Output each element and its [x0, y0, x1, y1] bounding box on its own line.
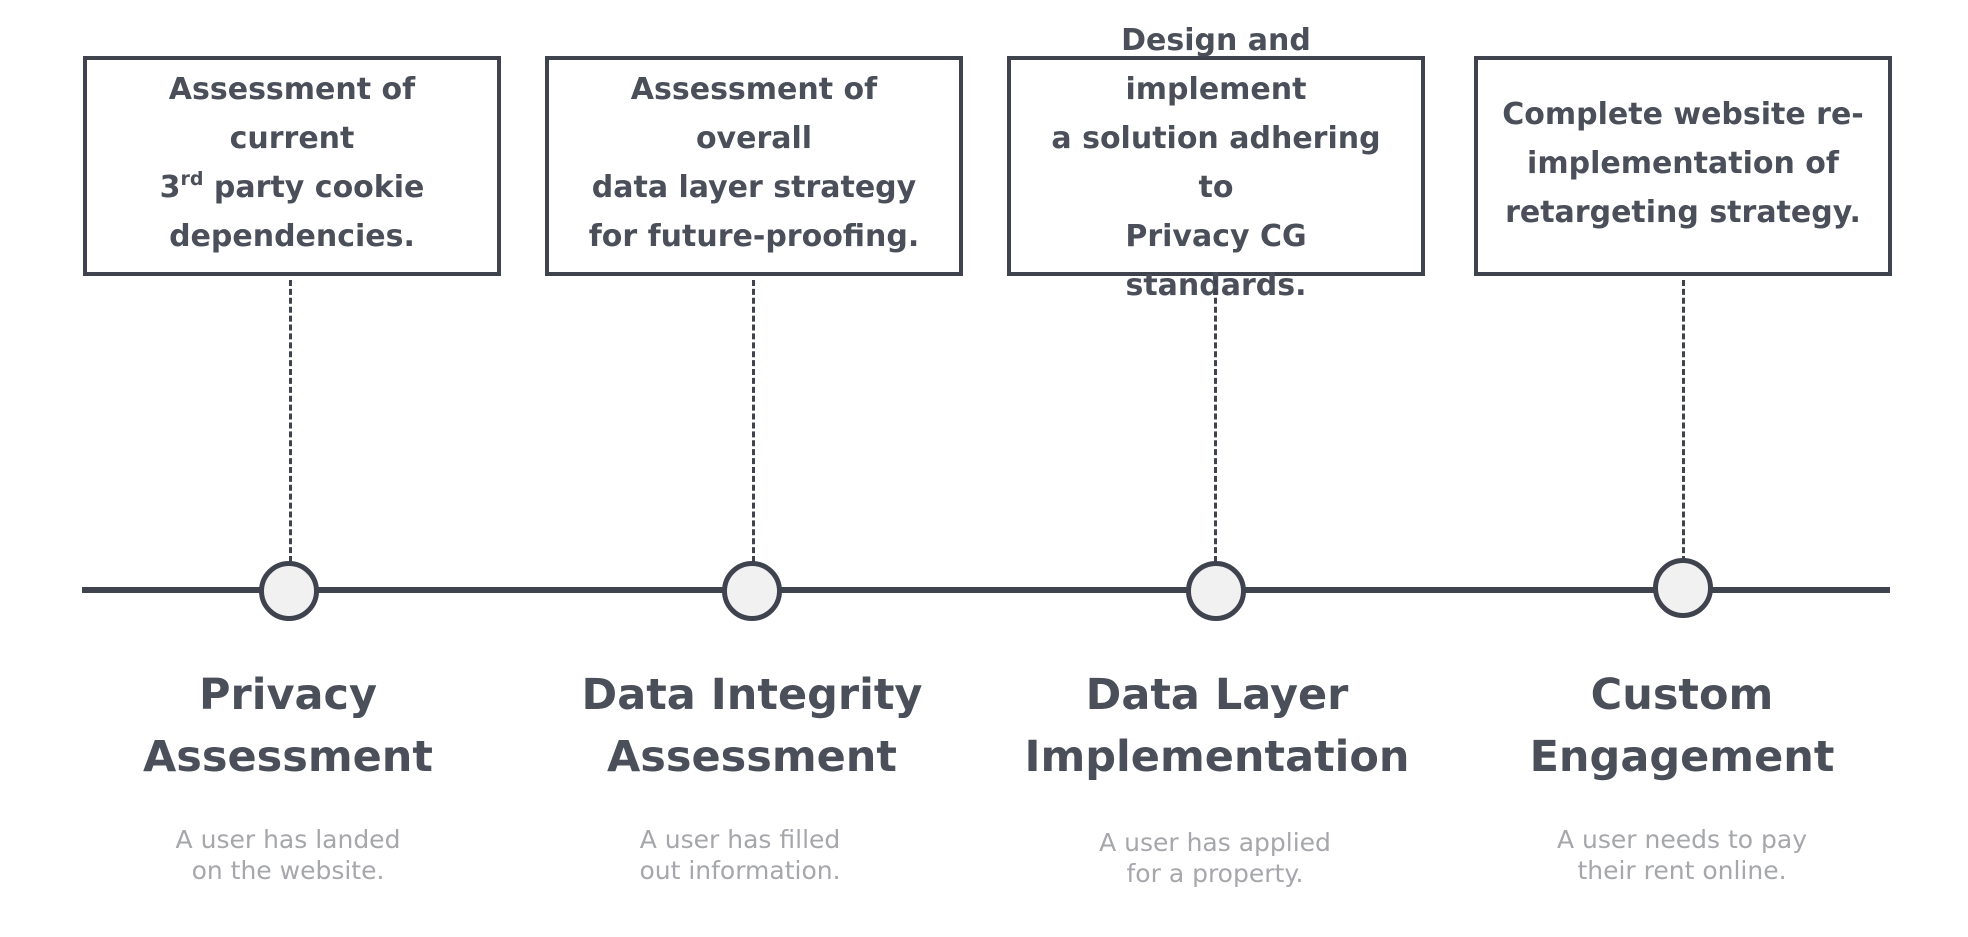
- stage-4-title-line-1: Custom: [1590, 670, 1774, 720]
- stage-1-node: [259, 561, 319, 621]
- stage-2-description-line-2: out information.: [639, 856, 841, 885]
- stage-2-card-line-3: for future-proofing.: [588, 219, 920, 254]
- stage-4-description: A user needs to pay their rent online.: [1502, 824, 1862, 886]
- stage-2-card: Assessment of overall data layer strateg…: [545, 56, 963, 276]
- stage-4-card-line-3: retargeting strategy.: [1505, 194, 1861, 230]
- stage-3-description-line-2: for a property.: [1126, 859, 1304, 888]
- stage-2-title-line-1: Data Integrity: [581, 670, 923, 720]
- stage-3-card-line-2: a solution adhering to: [1051, 121, 1381, 205]
- stage-3-title: Data Layer Implementation: [987, 664, 1447, 788]
- stage-1-connector: [289, 280, 292, 562]
- stage-3-node: [1186, 561, 1246, 621]
- stage-1-description-line-1: A user has landed: [175, 825, 401, 854]
- stage-1-card-line-2: party cookie: [203, 170, 425, 205]
- stage-3-card-text: Design and implement a solution adhering…: [1033, 16, 1399, 310]
- stage-1-title: Privacy Assessment: [58, 664, 518, 788]
- stage-2-node: [722, 561, 782, 621]
- stage-3-description: A user has applied for a property.: [1035, 827, 1395, 889]
- stage-3-description-line-1: A user has applied: [1099, 828, 1331, 857]
- stage-2-title-line-2: Assessment: [607, 732, 897, 782]
- stage-4-node: [1653, 558, 1713, 618]
- stage-1-card-line-3: dependencies.: [169, 219, 415, 254]
- stage-2-card-line-2: data layer strategy: [591, 170, 917, 205]
- stage-3-connector: [1214, 280, 1217, 562]
- stage-3-title-line-1: Data Layer: [1085, 670, 1349, 720]
- stage-4-card-text: Complete website re- implementation of r…: [1502, 90, 1864, 237]
- timeline-axis: [82, 587, 1890, 593]
- stage-3-card-line-1: Design and implement: [1121, 23, 1311, 107]
- stage-4-description-line-1: A user needs to pay: [1557, 825, 1807, 854]
- stage-1-title-line-1: Privacy: [198, 670, 378, 720]
- stage-4-description-line-2: their rent online.: [1577, 856, 1787, 885]
- stage-1-card-text: Assessment of current 3rd party cookie d…: [109, 65, 475, 261]
- stage-4-connector: [1682, 280, 1685, 562]
- stage-1-description-line-2: on the website.: [191, 856, 385, 885]
- stage-2-description-line-1: A user has filled: [639, 825, 841, 854]
- stage-4-card-line-2: implementation of: [1527, 145, 1839, 181]
- stage-4-title: Custom Engagement: [1452, 664, 1912, 788]
- stage-3-card: Design and implement a solution adhering…: [1007, 23, 1425, 303]
- stage-1-card-ordinal: 3: [159, 170, 181, 205]
- stage-1-title-line-2: Assessment: [143, 732, 433, 782]
- stage-2-description: A user has filled out information.: [560, 824, 920, 886]
- stage-2-connector: [752, 280, 755, 562]
- stage-4-card-line-1: Complete website re-: [1502, 96, 1864, 132]
- stage-4-title-line-2: Engagement: [1529, 732, 1835, 782]
- stage-1-description: A user has landed on the website.: [108, 824, 468, 886]
- stage-1-card-ordinal-suffix: rd: [180, 168, 204, 191]
- stage-1-card-line-1: Assessment of current: [168, 72, 416, 156]
- stage-4-card: Complete website re- implementation of r…: [1474, 56, 1892, 276]
- stage-2-title: Data Integrity Assessment: [522, 664, 982, 788]
- stage-1-card: Assessment of current 3rd party cookie d…: [83, 56, 501, 276]
- stage-2-card-text: Assessment of overall data layer strateg…: [571, 65, 937, 261]
- stage-2-card-line-1: Assessment of overall: [630, 72, 878, 156]
- stage-3-title-line-2: Implementation: [1024, 732, 1410, 782]
